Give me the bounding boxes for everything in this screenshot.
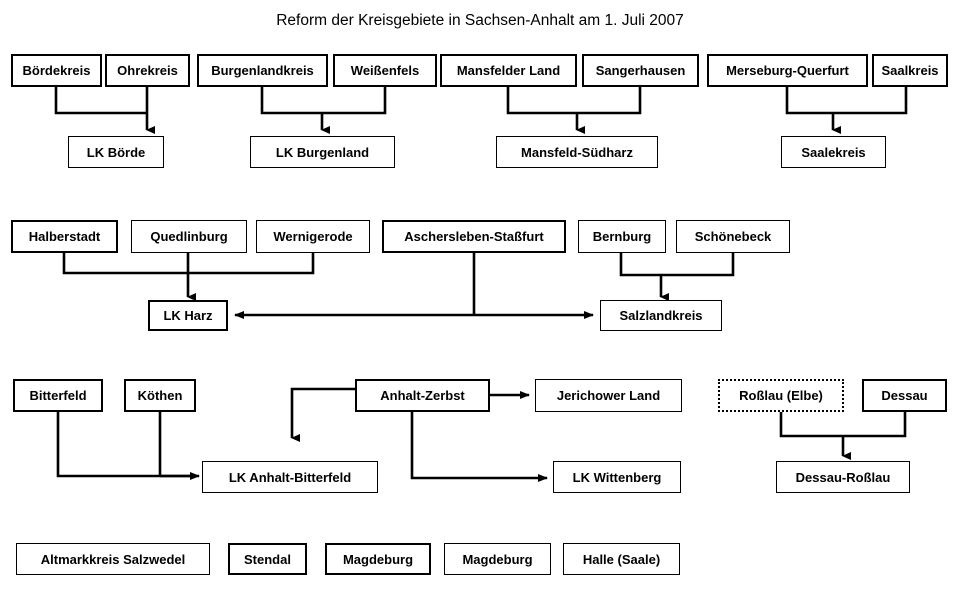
node-label: Ohrekreis <box>117 63 178 78</box>
edge-rosslau-to-dessau-rosslau <box>779 412 843 438</box>
edge-bernburg-to-salzlandkreis <box>619 253 661 277</box>
node-label: Saalkreis <box>881 63 939 78</box>
node-aschersleben-stassfurt[interactable]: Aschersleben-Staßfurt <box>382 220 566 253</box>
node-label: Aschersleben-Staßfurt <box>404 229 544 244</box>
node-lk-wittenberg[interactable]: LK Wittenberg <box>553 461 681 493</box>
node-label: Altmarkkreis Salzwedel <box>40 551 186 567</box>
node-weissenfels[interactable]: Weißenfels <box>333 54 437 87</box>
node-lk-burgenland[interactable]: LK Burgenland <box>250 136 395 168</box>
node-label: Stendal <box>244 551 291 567</box>
edge-bitterfeld-to-lk-anhalt-bitterfeld <box>56 412 196 478</box>
node-wernigerode[interactable]: Wernigerode <box>256 220 370 253</box>
node-merseburg-querfurt[interactable]: Merseburg-Querfurt <box>707 54 868 87</box>
node-label: Saalekreis <box>801 144 866 160</box>
edge-dessau-to-dessau-rosslau <box>843 412 907 438</box>
node-salzlandkreis[interactable]: Salzlandkreis <box>600 300 722 331</box>
node-label: Merseburg-Querfurt <box>726 63 849 78</box>
edge-halberstadt-to-lk-harz <box>62 253 188 275</box>
node-rosslau-elbe[interactable]: Roßlau (Elbe) <box>718 379 844 412</box>
node-label: Quedlinburg <box>150 229 228 244</box>
node-jerichower-land[interactable]: Jerichower Land <box>535 379 682 412</box>
node-label: Bördekreis <box>22 63 91 78</box>
node-label: Weißenfels <box>350 63 420 78</box>
edge-sangerhausen-to-mansfeld-suedharz <box>577 87 642 115</box>
node-label: Halle (Saale) <box>582 551 661 567</box>
edge-merseburg-querfurt-to-saalekreis <box>785 87 833 115</box>
node-label: Magdeburg <box>342 551 414 567</box>
node-label: Mansfeld-Südharz <box>521 144 633 160</box>
node-quedlinburg[interactable]: Quedlinburg <box>131 220 247 253</box>
node-dessau[interactable]: Dessau <box>862 379 947 412</box>
node-burgenlandkreis[interactable]: Burgenlandkreis <box>197 54 328 87</box>
node-magdeburg-kreis[interactable]: Magdeburg <box>325 543 431 575</box>
node-anhalt-zerbst[interactable]: Anhalt-Zerbst <box>355 379 490 412</box>
node-bernburg[interactable]: Bernburg <box>578 220 666 253</box>
node-label: Magdeburg <box>462 551 533 567</box>
node-lk-boerde[interactable]: LK Börde <box>68 136 164 168</box>
node-saalekreis[interactable]: Saalekreis <box>781 136 886 168</box>
node-dessau-rosslau[interactable]: Dessau-Roßlau <box>776 461 910 493</box>
node-lk-harz[interactable]: LK Harz <box>148 300 228 331</box>
node-label: Jerichower Land <box>556 388 661 403</box>
node-label: Wernigerode <box>273 229 353 244</box>
node-label: Burgenlandkreis <box>211 63 314 78</box>
edge-schoenebeck-to-salzlandkreis <box>661 253 735 277</box>
node-label: LK Anhalt-Bitterfeld <box>228 469 352 485</box>
node-label: Halberstadt <box>28 229 101 244</box>
node-label: LK Börde <box>86 144 146 160</box>
node-label: Roßlau (Elbe) <box>739 388 823 403</box>
node-label: Köthen <box>137 388 183 403</box>
node-saalkreis[interactable]: Saalkreis <box>872 54 948 87</box>
node-label: Sangerhausen <box>595 63 686 78</box>
edge-saalkreis-to-saalekreis <box>833 87 908 115</box>
node-label: Bitterfeld <box>29 388 87 403</box>
edge-anhalt-zerbst-to-lk-anhalt-bitterfeld <box>290 387 355 442</box>
node-boerdekreis[interactable]: Bördekreis <box>11 54 102 87</box>
node-label: LK Harz <box>163 308 213 323</box>
node-label: Dessau-Roßlau <box>795 469 891 485</box>
edge-mansfelder-land-to-mansfeld-suedharz <box>506 87 577 115</box>
node-label: Bernburg <box>592 229 652 244</box>
node-label: Mansfelder Land <box>456 63 561 78</box>
node-stendal[interactable]: Stendal <box>228 543 307 575</box>
edge-anhalt-zerbst-to-lk-wittenberg <box>410 412 548 482</box>
node-halle-saale[interactable]: Halle (Saale) <box>563 543 680 575</box>
node-mansfelder-land[interactable]: Mansfelder Land <box>440 54 577 87</box>
node-label: Anhalt-Zerbst <box>380 388 465 403</box>
node-label: Salzlandkreis <box>619 308 703 323</box>
node-label: Dessau <box>881 388 928 403</box>
edge-weissenfels-to-lk-burgenland <box>322 87 387 115</box>
node-koethen[interactable]: Köthen <box>124 379 196 412</box>
node-mansfeld-suedharz[interactable]: Mansfeld-Südharz <box>496 136 658 168</box>
node-label: LK Burgenland <box>275 144 370 160</box>
node-bitterfeld[interactable]: Bitterfeld <box>13 379 103 412</box>
node-lk-anhalt-bitterfeld[interactable]: LK Anhalt-Bitterfeld <box>202 461 378 493</box>
edge-wernigerode-to-lk-harz <box>188 253 315 275</box>
node-halberstadt[interactable]: Halberstadt <box>11 220 118 253</box>
node-ohrekreis[interactable]: Ohrekreis <box>105 54 190 87</box>
node-altmarkkreis-salzwedel[interactable]: Altmarkkreis Salzwedel <box>16 543 210 575</box>
edge-boerdekreis-to-lk-boerde <box>54 87 147 115</box>
edge-burgenlandkreis-to-lk-burgenland <box>260 87 322 115</box>
node-sangerhausen[interactable]: Sangerhausen <box>582 54 699 87</box>
node-schoenebeck[interactable]: Schönebeck <box>676 220 790 253</box>
node-label: LK Wittenberg <box>572 469 662 485</box>
page-title: Reform der Kreisgebiete in Sachsen-Anhal… <box>276 12 684 29</box>
node-label: Schönebeck <box>694 229 772 244</box>
node-magdeburg-stadt[interactable]: Magdeburg <box>444 543 551 575</box>
